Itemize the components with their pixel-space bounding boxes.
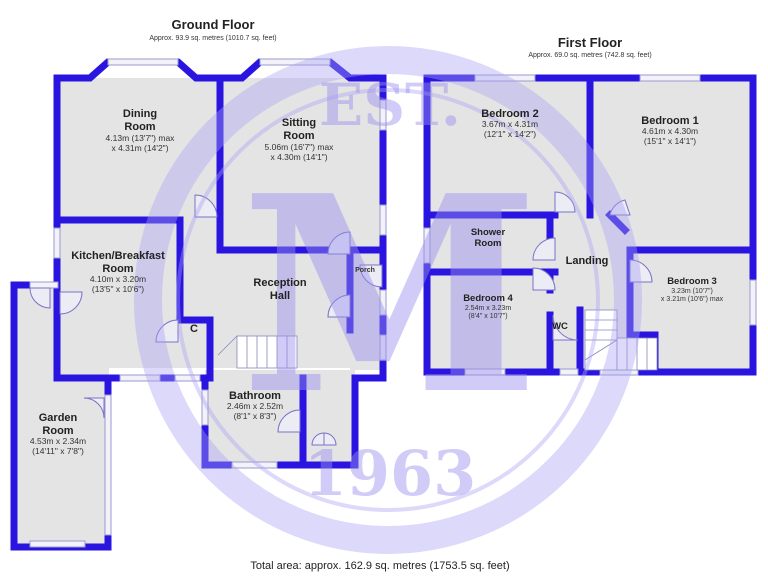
room-bedroom-3: Bedroom 3 3.23m (10'7") x 3.21m (10'6") … [661, 276, 724, 303]
svg-text:Bedroom 3: Bedroom 3 [667, 276, 717, 287]
svg-text:(12'1" x 14'2"): (12'1" x 14'2") [484, 129, 536, 139]
first-floor-title: First Floor [558, 35, 622, 50]
room-sitting: Sitting Room 5.06m (16'7") max x 4.30m (… [265, 117, 335, 162]
svg-text:2.54m x 3.23m: 2.54m x 3.23m [465, 305, 511, 312]
svg-text:Reception: Reception [253, 277, 306, 289]
svg-text:(14'11" x 7'8"): (14'11" x 7'8") [32, 446, 84, 456]
svg-text:5.06m (16'7") max: 5.06m (16'7") max [265, 142, 335, 152]
svg-text:4.10m x 3.20m: 4.10m x 3.20m [90, 274, 146, 284]
watermark-est: EST. [319, 71, 461, 139]
svg-text:4.13m (13'7") max: 4.13m (13'7") max [106, 133, 176, 143]
svg-text:Shower: Shower [471, 227, 506, 238]
room-bathroom: Bathroom 2.46m x 2.52m (8'1" x 8'3") [227, 390, 283, 421]
room-shower: Shower Room [471, 227, 506, 249]
svg-text:x 4.31m (14'2"): x 4.31m (14'2") [111, 143, 168, 153]
room-reception-hall: Reception Hall [253, 277, 306, 302]
svg-text:Bedroom 2: Bedroom 2 [481, 108, 538, 120]
svg-text:Room: Room [283, 130, 314, 142]
svg-text:4.61m x 4.30m: 4.61m x 4.30m [642, 126, 698, 136]
first-stairs [584, 309, 658, 371]
svg-text:3.67m x 4.31m: 3.67m x 4.31m [482, 119, 538, 129]
svg-text:(15'1" x 14'1"): (15'1" x 14'1") [644, 136, 696, 146]
svg-text:(8'4" x 10'7"): (8'4" x 10'7") [468, 313, 507, 320]
first-floor-plan [423, 74, 757, 376]
room-bedroom-1: Bedroom 1 4.61m x 4.30m (15'1" x 14'1") [641, 115, 698, 146]
svg-text:Bathroom: Bathroom [229, 390, 281, 402]
svg-text:Sitting: Sitting [282, 117, 316, 129]
room-landing: Landing [566, 255, 609, 267]
svg-text:x 3.21m (10'6") max: x 3.21m (10'6") max [661, 296, 724, 303]
svg-text:Bedroom 1: Bedroom 1 [641, 115, 698, 127]
svg-text:3.23m (10'7"): 3.23m (10'7") [671, 288, 713, 295]
svg-text:(8'1" x 8'3"): (8'1" x 8'3") [234, 411, 277, 421]
svg-text:4.53m x 2.34m: 4.53m x 2.34m [30, 436, 86, 446]
svg-text:x 4.30m (14'1"): x 4.30m (14'1") [270, 152, 327, 162]
svg-text:Room: Room [42, 425, 73, 437]
room-dining: Dining Room 4.13m (13'7") max x 4.31m (1… [106, 108, 176, 153]
svg-text:(13'5" x 10'6"): (13'5" x 10'6") [92, 284, 144, 294]
room-garden: Garden Room 4.53m x 2.34m (14'11" x 7'8"… [30, 412, 86, 456]
svg-text:Dining: Dining [123, 108, 157, 120]
watermark-logo: EST. 1963 M [134, 46, 642, 554]
watermark-letter: M [241, 136, 540, 454]
room-porch: Porch [355, 267, 375, 274]
ground-floor-title: Ground Floor [171, 17, 254, 32]
svg-text:Hall: Hall [270, 290, 290, 302]
ground-floor-plan [10, 58, 387, 551]
total-area: Total area: approx. 162.9 sq. metres (17… [250, 560, 509, 572]
svg-text:Room: Room [475, 238, 502, 249]
first-floor-area: Approx. 69.0 sq. metres (742.8 sq. feet) [528, 52, 651, 59]
svg-text:2.46m x 2.52m: 2.46m x 2.52m [227, 401, 283, 411]
svg-text:Garden: Garden [39, 412, 78, 424]
room-bedroom-4: Bedroom 4 2.54m x 3.23m (8'4" x 10'7") [463, 293, 513, 320]
ground-stairs [217, 335, 298, 369]
svg-text:Room: Room [124, 121, 155, 133]
room-wc: WC [552, 321, 568, 332]
watermark-year: 1963 [304, 437, 477, 510]
room-cupboard: C [190, 323, 198, 335]
ground-floor-area: Approx. 93.9 sq. metres (1010.7 sq. feet… [149, 35, 276, 42]
svg-text:Bedroom 4: Bedroom 4 [463, 293, 513, 304]
room-kitchen: Kitchen/Breakfast Room 4.10m x 3.20m (13… [71, 250, 165, 294]
room-bedroom-2: Bedroom 2 3.67m x 4.31m (12'1" x 14'2") [481, 108, 538, 139]
svg-text:Kitchen/Breakfast: Kitchen/Breakfast [71, 250, 165, 262]
svg-text:Room: Room [102, 263, 133, 275]
